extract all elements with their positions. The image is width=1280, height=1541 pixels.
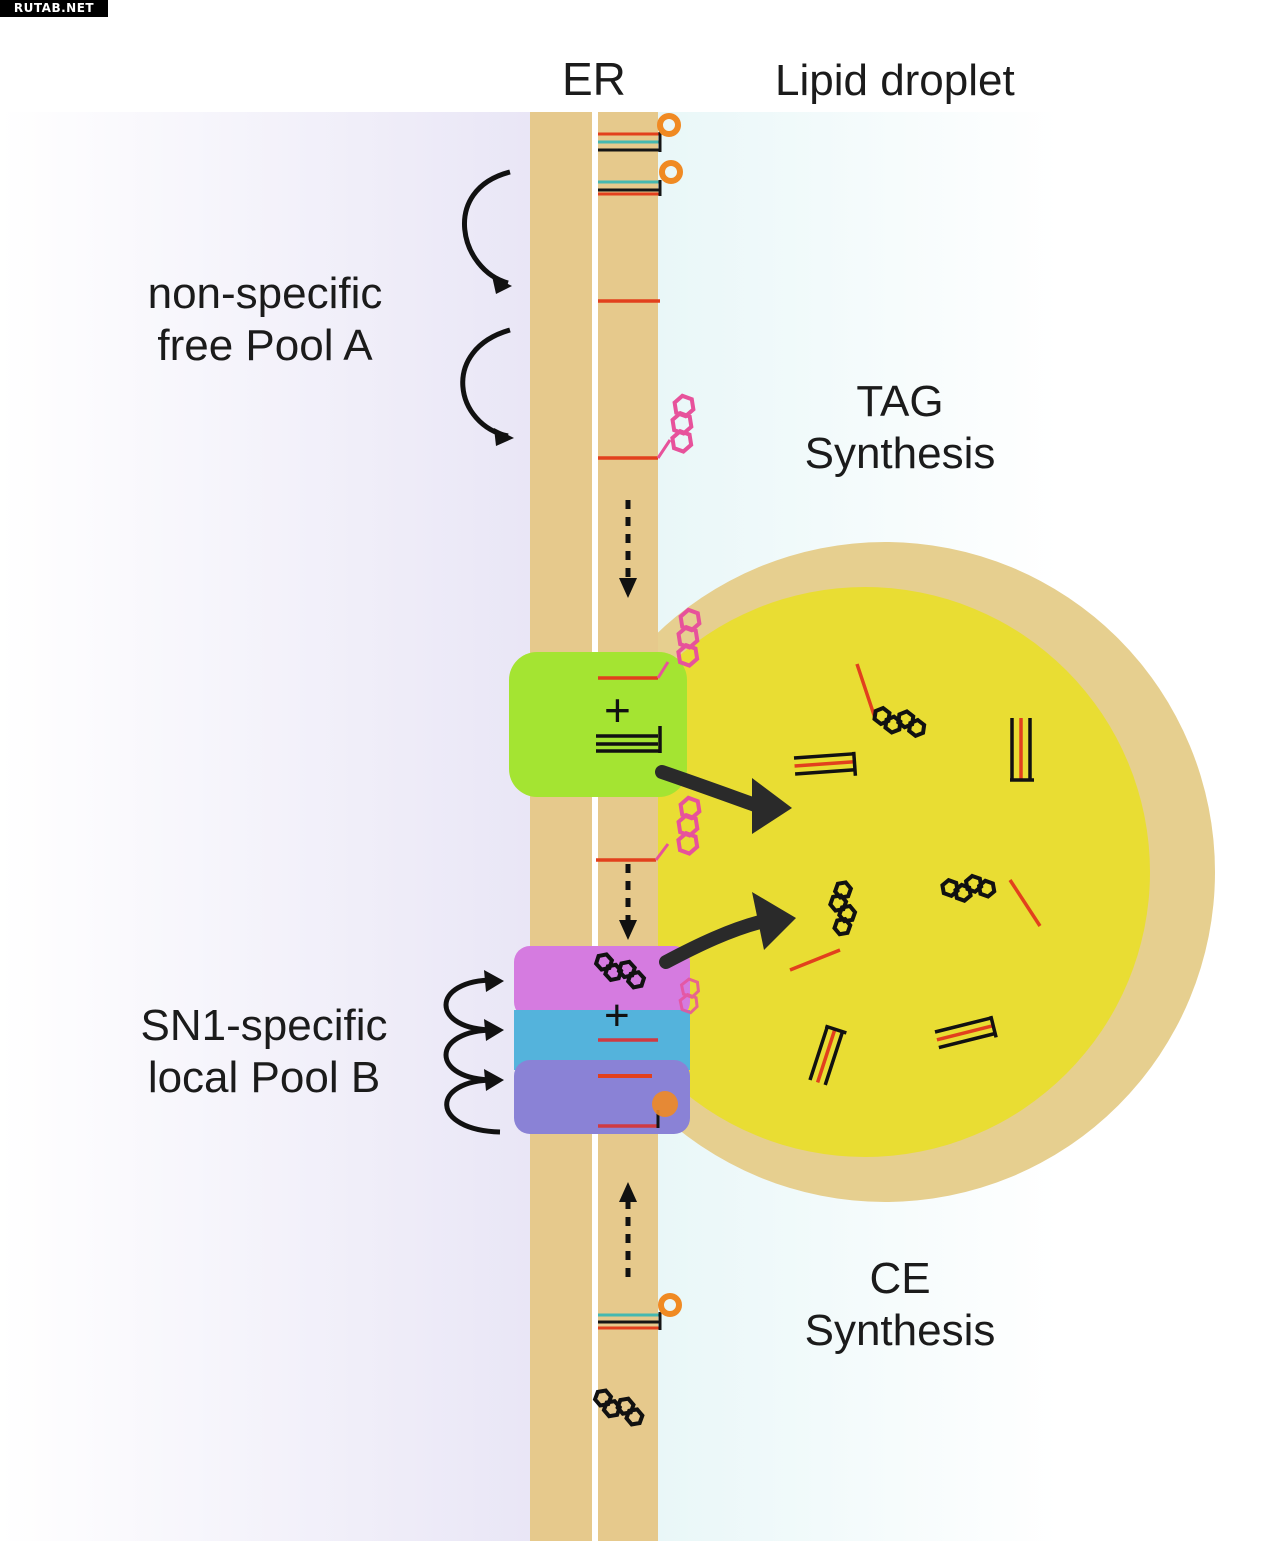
pool-b-arrows: [443, 970, 504, 1135]
dotted-arrow-down-lower: [619, 864, 637, 940]
curved-arrow-icon: [460, 327, 511, 439]
cytosol-background: [0, 112, 530, 1541]
phospholipid-bottom: [598, 1293, 682, 1330]
arrow-head-icon: [484, 1069, 504, 1091]
ce-synthesis-label: CE Synthesis: [790, 1253, 1010, 1357]
er-leaflet-gap: [592, 112, 598, 1541]
tag-synthesis-enzyme: +: [509, 607, 702, 797]
pool-a-arrows: [460, 169, 514, 446]
pool-a-label-line1: non-specific: [147, 269, 383, 318]
pool-a-label: non-specific free Pool A: [135, 268, 395, 372]
tag-export-arrow: [655, 765, 792, 834]
dotted-arrow-down-upper: [619, 500, 637, 598]
pool-b-label-line1: SN1-specific: [140, 1001, 388, 1050]
pool-a-label-line2: free Pool A: [157, 320, 373, 370]
lipid-droplet-label: Lipid droplet: [775, 56, 1015, 105]
triacylglycerol: [808, 1024, 847, 1086]
phospholipid-top-2: [598, 160, 683, 196]
watermark: RUTAB.NET: [0, 0, 108, 17]
lipid-droplet: [555, 542, 1215, 1202]
ce-synthesis-label-line1: CE: [869, 1254, 931, 1303]
tag-synthesis-label-line1: TAG: [856, 377, 944, 426]
sterol-ester: [939, 870, 1042, 927]
er-leaflet-right: [598, 112, 658, 1541]
triacylglycerol: [934, 1015, 998, 1050]
sterol-fatty-acid-upper: [598, 393, 696, 460]
pool-b-label: SN1-specific local Pool B: [128, 1000, 400, 1104]
pool-b-enzyme-complex: +: [514, 946, 701, 1134]
tag-molecule-icon: [596, 726, 662, 753]
er-label: ER: [562, 53, 626, 105]
phospholipid-top-1: [598, 113, 681, 152]
ce-synthesis-label-line2: Synthesis: [804, 1305, 996, 1355]
triacylglycerol: [1010, 718, 1034, 782]
plus-icon: +: [604, 684, 631, 736]
droplet-contents: [789, 663, 1042, 1086]
sterol-fatty-acid-middle: [596, 795, 702, 862]
er-leaflet-left: [530, 112, 592, 1541]
dotted-arrow-up: [619, 1182, 637, 1282]
tag-synthesis-label-line2: Synthesis: [804, 428, 996, 478]
arrow-head-icon: [484, 970, 504, 992]
pool-b-label-line2: local Pool B: [147, 1052, 381, 1102]
plus-icon: +: [604, 991, 630, 1040]
curved-arrow-icon: [462, 169, 511, 286]
tag-synthesis-label: TAG Synthesis: [790, 376, 1010, 480]
sterol-ester: [855, 663, 928, 739]
arrow-head-icon: [484, 1019, 504, 1041]
er-membrane: [530, 112, 658, 1541]
sterol-ester: [789, 879, 861, 972]
lipid-droplet-core: [580, 587, 1150, 1157]
triacylglycerol: [793, 751, 858, 776]
ce-export-arrow: [659, 892, 796, 969]
